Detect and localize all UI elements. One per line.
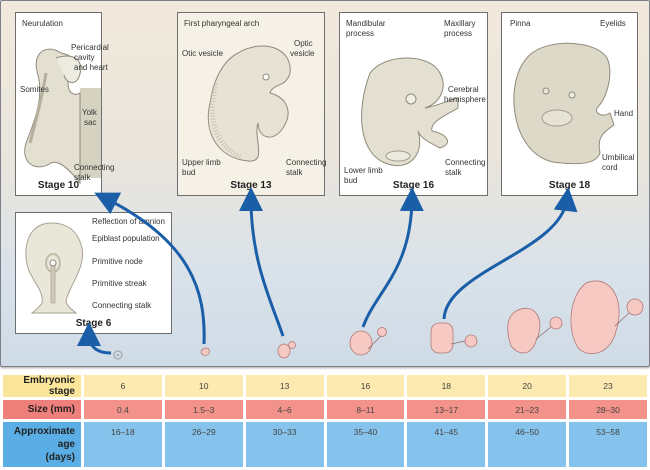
label-somites: Somites bbox=[20, 85, 49, 94]
label-connecting: Connecting bbox=[286, 158, 327, 167]
stage-10-title: Stage 10 bbox=[37, 180, 80, 191]
label-connecting: Connecting bbox=[445, 158, 486, 167]
label-process: process bbox=[444, 29, 473, 38]
stage-13-title: Stage 13 bbox=[230, 180, 272, 191]
label-stalk: stalk bbox=[74, 173, 91, 182]
label-connecting: Connecting bbox=[74, 163, 115, 172]
header-unit: (days) bbox=[45, 452, 75, 463]
table-cell: 20 bbox=[488, 375, 567, 397]
label-optic: Optic bbox=[294, 39, 313, 48]
stage-16-embryo-drawing bbox=[361, 57, 459, 167]
label-sac: sac bbox=[84, 118, 97, 127]
stage-18-box: Pinna Eyelids Hand Umbilical cord Stage … bbox=[501, 12, 638, 196]
header-text: Approximate age bbox=[13, 426, 75, 450]
table-cell: 13 bbox=[245, 375, 324, 397]
label-process: process bbox=[346, 29, 375, 38]
label-stalk: stalk bbox=[445, 168, 462, 177]
table-cell: 13–17 bbox=[407, 400, 486, 419]
embryo-stage-10 bbox=[200, 347, 210, 356]
table-cell: 21–23 bbox=[488, 400, 567, 419]
row-header-size: Size (mm) bbox=[3, 400, 81, 419]
label-reflection-of-amnion: Reflection of amnion bbox=[92, 217, 165, 226]
label-cord: cord bbox=[602, 163, 618, 172]
label-primitive-node: Primitive node bbox=[92, 257, 143, 266]
arrow-stage-6 bbox=[77, 322, 112, 355]
diagram-panel: Neurulation Pericardial cavity and heart… bbox=[0, 0, 650, 367]
table-cell: 1.5–3 bbox=[164, 400, 243, 419]
row-header-embryonic-stage: Embryonic stage bbox=[3, 375, 81, 397]
label-cerebral: Cerebral bbox=[448, 85, 479, 94]
embryo-stage-6 bbox=[113, 350, 123, 360]
stage-18-embryo-drawing bbox=[513, 42, 615, 165]
label-connecting-stalk: Connecting stalk bbox=[92, 301, 152, 310]
stage-6-title: Stage 6 bbox=[75, 318, 112, 329]
label-vesicle: vesicle bbox=[290, 49, 315, 58]
label-yolk: Yolk bbox=[82, 108, 97, 117]
label-upper-limb: Upper limb bbox=[182, 158, 221, 167]
table-row-size: Size (mm) 0.4 1.5–3 4–6 8–11 13–17 21–23… bbox=[3, 400, 647, 419]
label-pericardial: Pericardial bbox=[71, 43, 109, 52]
label-neurulation: Neurulation bbox=[22, 19, 63, 28]
table-cell: 0.4 bbox=[84, 400, 162, 419]
stage-18-title: Stage 18 bbox=[548, 180, 591, 191]
label-epiblast-population: Epiblast population bbox=[92, 234, 160, 243]
table-cell: 28–30 bbox=[569, 400, 647, 419]
table-cell: 10 bbox=[164, 375, 243, 397]
stage-10-embryo-drawing bbox=[24, 48, 101, 185]
stage-6-box: Reflection of amnion Epiblast population… bbox=[15, 212, 172, 334]
table-cell: 18 bbox=[407, 375, 486, 397]
table-cell: 16 bbox=[326, 375, 405, 397]
stage-16-box: Mandibular process Maxillary process Cer… bbox=[339, 12, 488, 196]
embryo-stage-20 bbox=[507, 308, 563, 354]
stage-10-box: Neurulation Pericardial cavity and heart… bbox=[15, 12, 114, 196]
table-cell: 8–11 bbox=[326, 400, 405, 419]
table-cell: 4–6 bbox=[245, 400, 324, 419]
label-and-heart: and heart bbox=[74, 63, 108, 72]
embryo-stage-16 bbox=[349, 327, 387, 356]
label-lower-limb: Lower limb bbox=[344, 166, 383, 175]
embryo-stage-18 bbox=[430, 322, 478, 354]
label-hemisphere: hemisphere bbox=[444, 95, 486, 104]
label-stalk: stalk bbox=[286, 168, 303, 177]
label-otic-vesicle: Otic vesicle bbox=[182, 49, 223, 58]
label-bud: bud bbox=[344, 176, 358, 185]
stage-13-box: First pharyngeal arch Otic vesicle Optic… bbox=[177, 12, 327, 196]
label-umbilical: Umbilical bbox=[602, 153, 635, 162]
arrow-stage-18 bbox=[442, 187, 578, 320]
embryo-data-table: Embryonic stage 6 10 13 16 18 20 23 Size… bbox=[0, 372, 650, 470]
embryo-stage-13 bbox=[277, 341, 296, 359]
label-eyelids: Eyelids bbox=[600, 19, 626, 28]
label-first-pharyngeal-arch: First pharyngeal arch bbox=[184, 19, 260, 28]
arrow-stage-13 bbox=[239, 187, 285, 337]
label-maxillary: Maxillary bbox=[444, 19, 476, 28]
label-pinna: Pinna bbox=[510, 19, 531, 28]
stage-6-embryo-drawing bbox=[25, 222, 84, 314]
embryo-stage-23 bbox=[570, 280, 644, 354]
arrow-stage-16 bbox=[361, 187, 424, 328]
table-row-embryonic-stage: Embryonic stage 6 10 13 16 18 20 23 bbox=[3, 375, 647, 397]
label-bud: bud bbox=[182, 168, 196, 177]
stage-16-title: Stage 16 bbox=[392, 180, 435, 191]
label-hand: Hand bbox=[614, 109, 634, 118]
stage-13-embryo-drawing bbox=[207, 45, 291, 162]
table-cell: 6 bbox=[84, 375, 162, 397]
label-mandibular: Mandibular bbox=[346, 19, 386, 28]
label-primitive-streak: Primitive streak bbox=[92, 279, 147, 288]
table-cell: 23 bbox=[569, 375, 647, 397]
label-cavity: cavity bbox=[74, 53, 95, 62]
